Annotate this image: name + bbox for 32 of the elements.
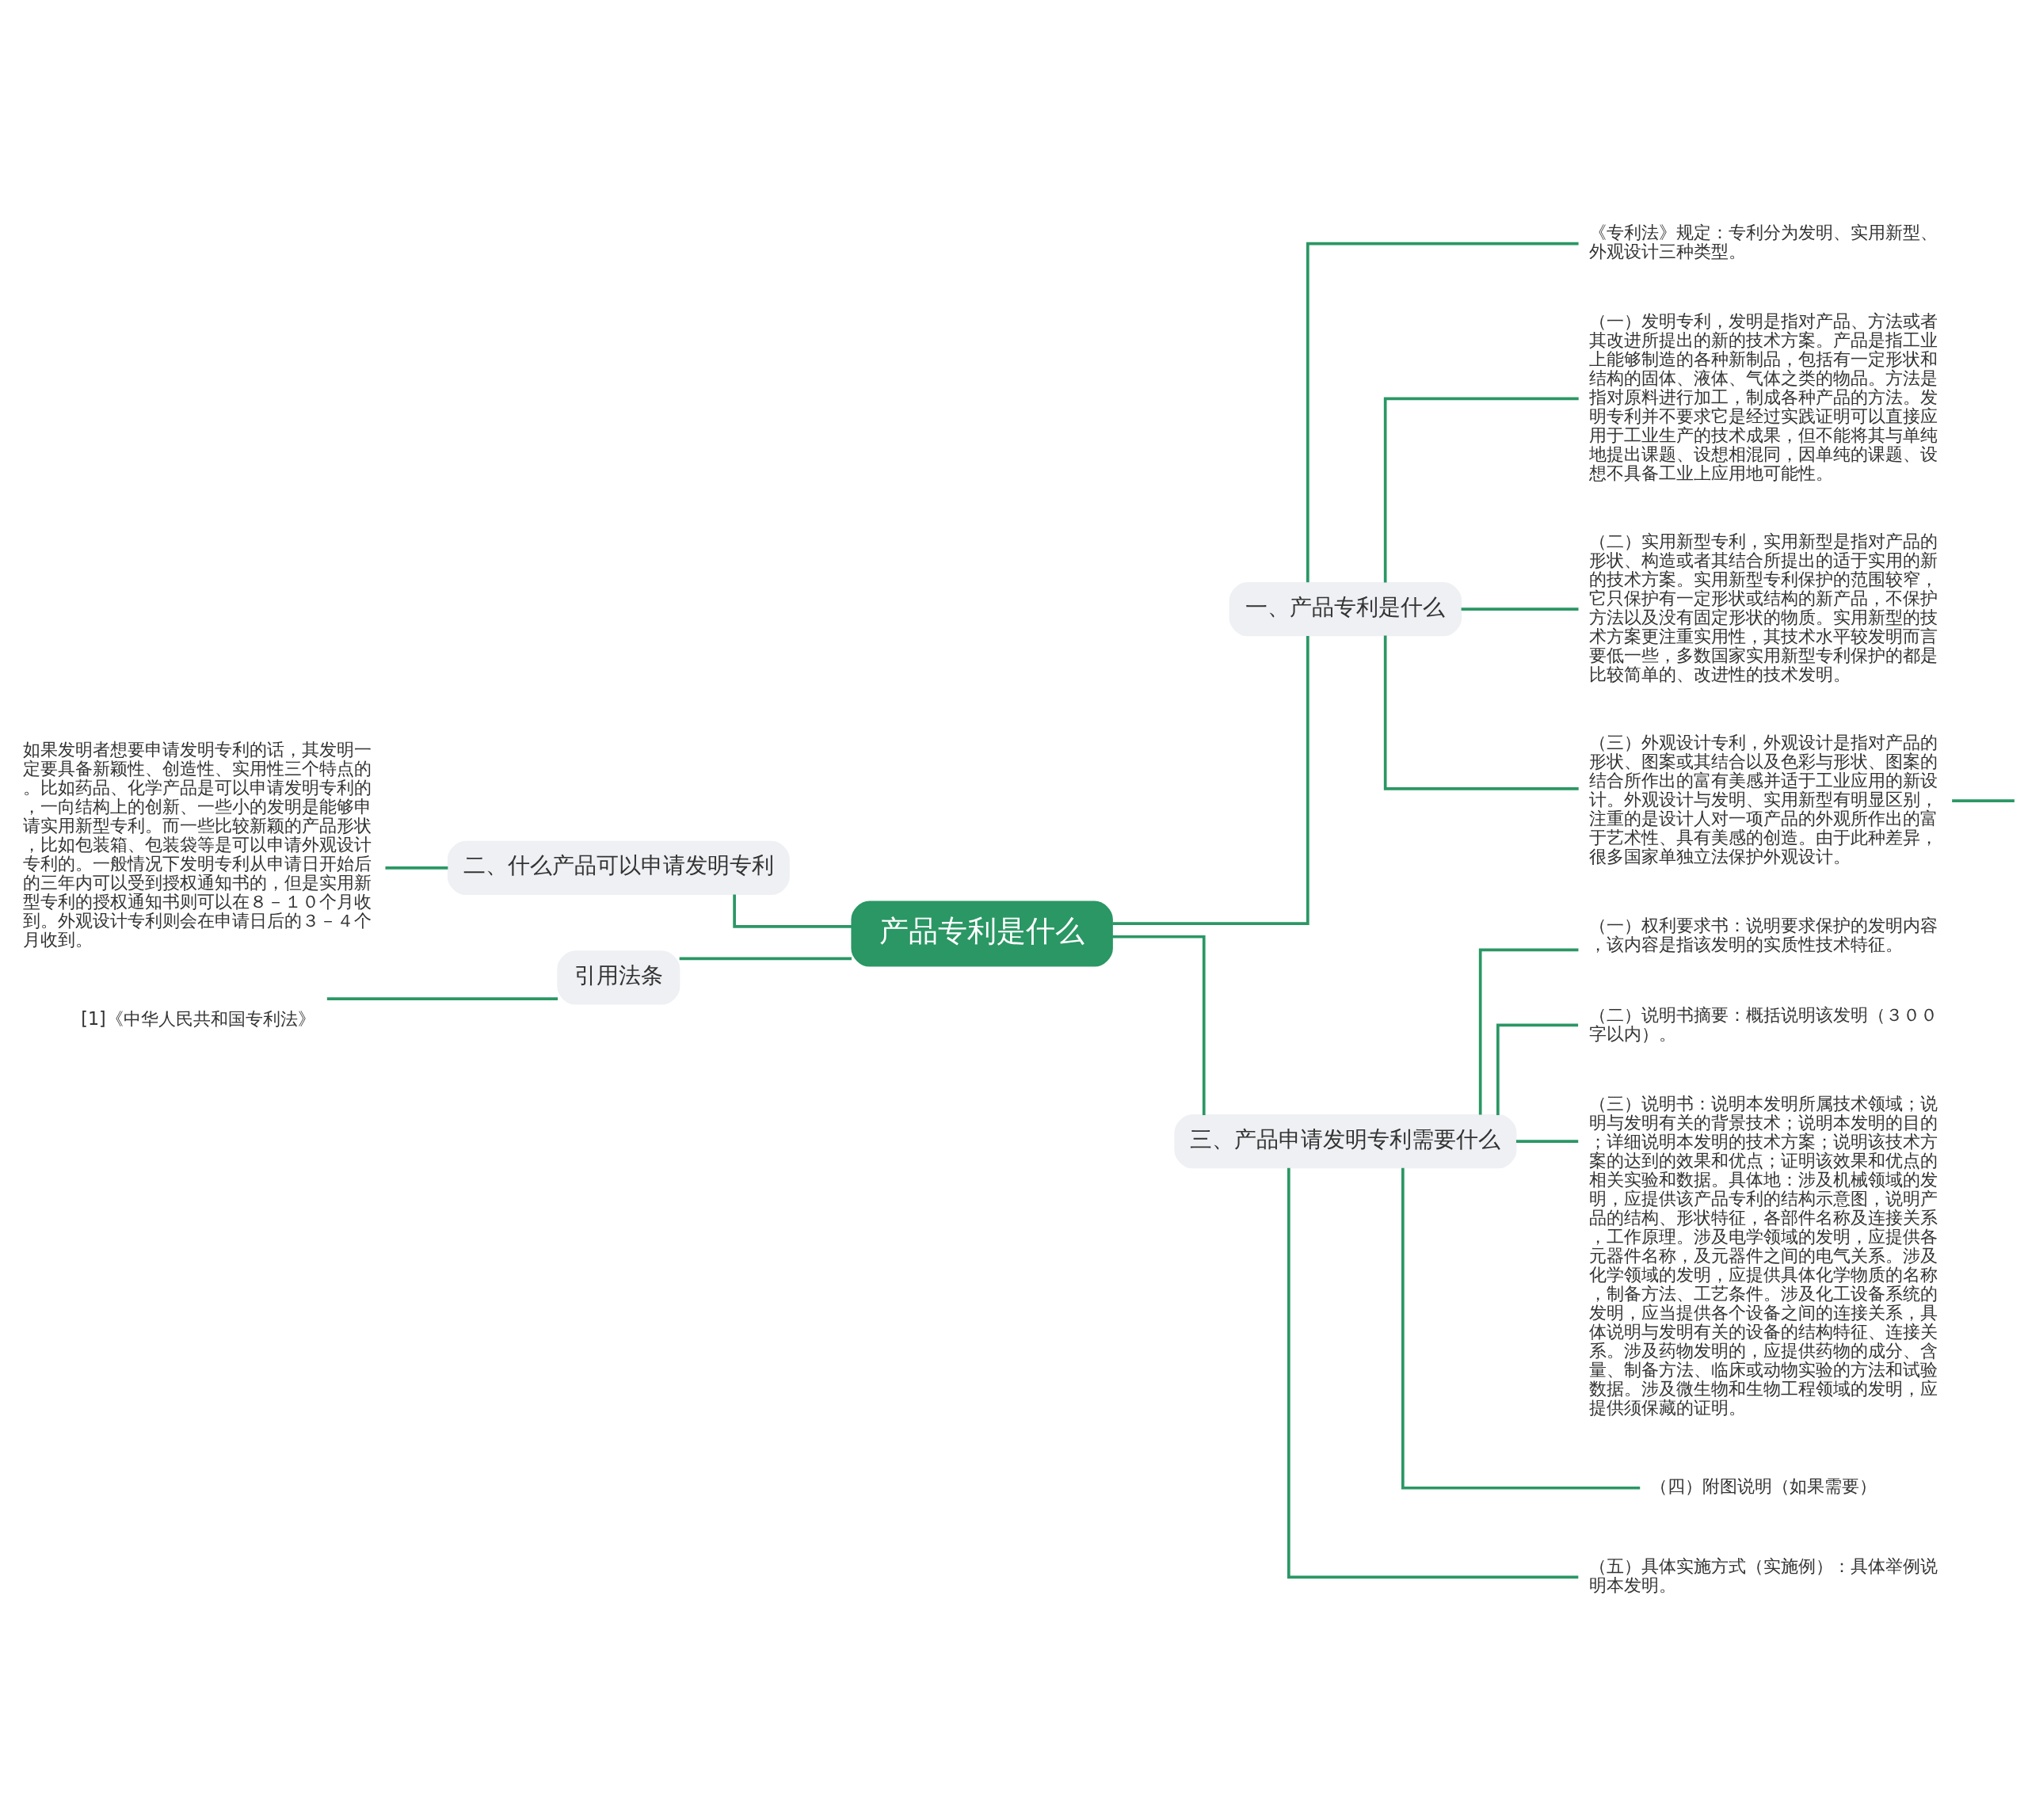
connector (1112, 635, 1309, 925)
node-text: （二）实用新型专利，实用新型是指对产品的形状、构造或者其结合所提出的适于实用的新的技术方案。实用新型专利保护的范围较窄，它只保护有一定形状或结构的新产品，不保护方法以及没有固定形状的物质。实用新型的技术方案更注重实用性，其技术水平较发明而言要低一些，多数国家实用新型专利保护的都是比较简单的、改进性的技术发明。 (1588, 530, 1938, 684)
node-text: [1]《中华人民共和国专利法》 (81, 1007, 315, 1029)
node-text: （三）说明书：说明本发明所属技术领域；说明与发明有关的背景技术；说明本发明的目的；详细说明本发明的技术方案；说明该技术方案的达到的效果和优点；证明该效果和优点的相关实验和数据。具体地：涉及机械领域的发明，应提供该产品专利的结构示意图，说明产品的结构、形状特征，各部件名称及连接关系，工作原理。涉及电学领域的发明，应提供各元器件名称，及元器件之间的电气关系。涉及化学领域的发明，应提供具体化学物质的名称，制备方法、工艺条件。涉及化工设备系统的发明，应当提供各个设备之间的连接关系，具体说明与发明有关的设备的结构特征、连接关系。涉及药物发明的，应提供药物的成分、含量、制备方法、临床或动物实验的方法和试验数据。涉及微生物和生物工程领域的发明，应提供须保藏的证明。 (1588, 1092, 1938, 1418)
connector (1306, 242, 1579, 582)
node-box: 产品专利是什么 (851, 900, 1113, 967)
connector (385, 866, 448, 870)
node-box: 三、产品申请发明专利需要什么 (1174, 1114, 1517, 1168)
connector (733, 893, 852, 928)
connector (1478, 948, 1579, 1115)
node-box: 一、产品专利是什么 (1229, 581, 1462, 636)
node-box: 引用法条 (557, 950, 680, 1005)
connector (1287, 1167, 1579, 1578)
node-text: （四）附图说明（如果需要） (1650, 1475, 1877, 1496)
node-text: （一）权利要求书：说明要求保护的发明内容，该内容是指该发明的实质性技术特征。 (1588, 914, 1938, 954)
node-text: 如果发明者想要申请发明专利的话，其发明一定要具备新颖性、创造性、实用性三个特点的。比如药品、化学产品是可以申请发明专利的，一向结构上的创新、一些小的发明是能够申请实用新型专利。而一些比较新颖的产品形状，比如包装箱、包装袋等是可以申请外观设计专利的。一般情况下发明专利从申请日开始后的三年内可以受到授权通知书的，但是实用新型专利的授权通知书则可以在８－１０个月收到。外观设计专利则会在申请日后的３－４个月收到。 (22, 738, 372, 950)
connector (1461, 607, 1579, 611)
node-text: （一）发明专利，发明是指对产品、方法或者其改进所提出的新的技术方案。产品是指工业上能够制造的各种新制品，包括有一定形状和结构的固体、液体、气体之类的物品。方法是指对原料进行加工，制成各种产品的方法。发明专利并不要求它是经过实践证明可以直接应用于工业生产的技术成果，但不能将其与单纯地提出课题、设想相混同，因单纯的课题、设想不具备工业上应用地可能性。 (1588, 310, 1938, 483)
node-text: （二）说明书摘要：概括说明该发明（３００字以内）。 (1588, 1003, 1938, 1044)
connector (1515, 1139, 1579, 1143)
connector (1383, 396, 1579, 582)
connector (1401, 1167, 1641, 1490)
connector (326, 996, 558, 1000)
connector (1952, 798, 2015, 802)
connector (1383, 635, 1579, 790)
node-text: （五）具体实施方式（实施例）：具体举例说明本发明。 (1588, 1555, 1938, 1595)
node-text: （三）外观设计专利，外观设计是指对产品的形状、图案或其结合以及色彩与形状、图案的结合所作出的富有美感并适于工业应用的新设计。外观设计与发明、实用新型有明显区别，注重的是设计人对一项产品的外观所作出的富于艺术性、具有美感的创造。由于此种差异，很多国家单独立法保护外观设计。 (1588, 731, 1938, 866)
connector (1496, 1023, 1579, 1115)
connector (679, 957, 852, 960)
node-box: 二、什么产品可以申请发明专利 (447, 840, 790, 895)
node-text: 《专利法》规定：专利分为发明、实用新型、外观设计三种类型。 (1588, 221, 1938, 261)
connector (1112, 935, 1206, 1115)
